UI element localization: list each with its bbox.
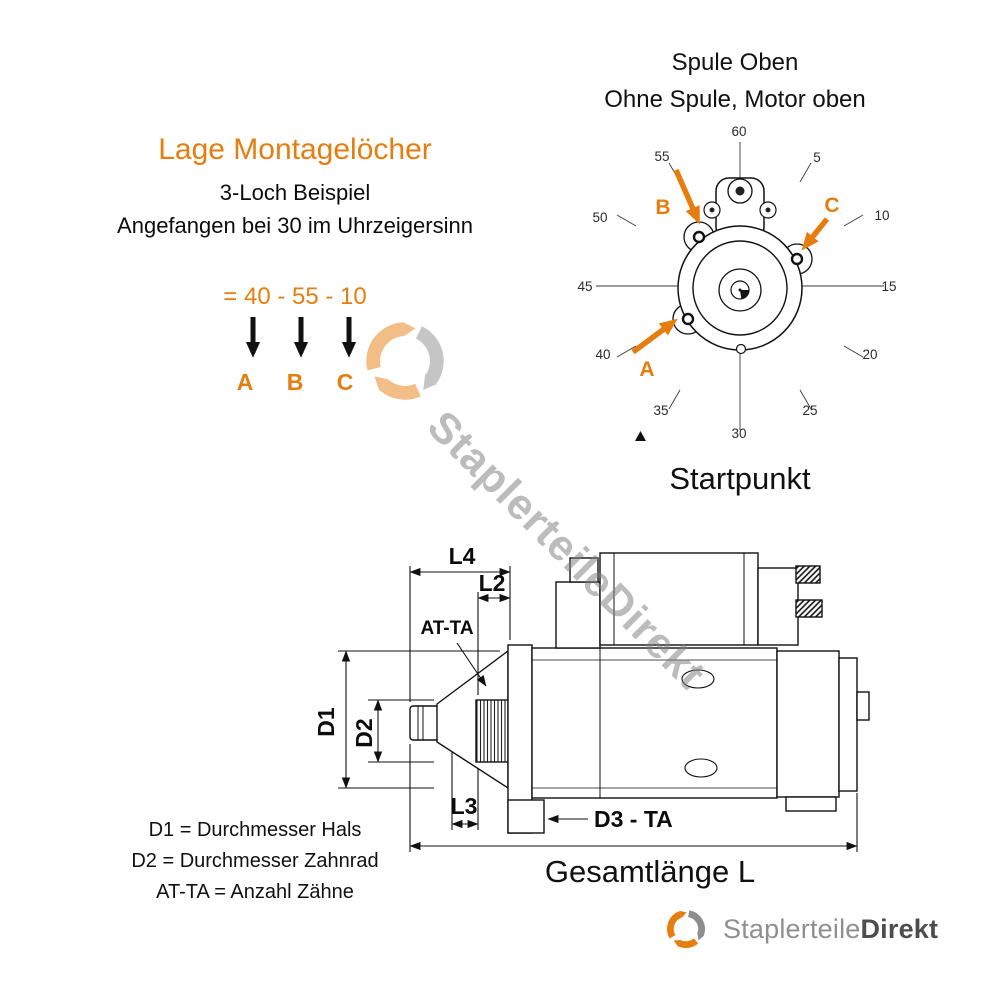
mount-lug (856, 691, 870, 721)
dial-number: 60 (731, 124, 746, 139)
arrow-a-icon (631, 318, 678, 355)
dial-ticks (616, 162, 864, 410)
end-foot (785, 796, 837, 812)
dial-number: 45 (577, 279, 592, 294)
brand-footer: StaplerteileDirekt (660, 903, 938, 955)
dial-heading-line-1: Spule Oben (671, 49, 799, 76)
hole-label-b: B (655, 196, 670, 219)
example-arrows (245, 317, 357, 358)
dial-number: 40 (595, 347, 610, 362)
mounting-hole-b (692, 230, 706, 244)
arrow-c-icon (801, 217, 830, 251)
subtitle-line-1: 3-Loch Beispiel (219, 180, 371, 205)
dial-heading: Spule Oben Ohne Spule, Motor oben (530, 44, 940, 118)
dial-number: 50 (592, 210, 607, 225)
letter-a: A (236, 369, 254, 395)
terminal-stud (795, 599, 823, 618)
hole-label-a: A (639, 358, 654, 381)
legend-line-at-ta: AT-TA = Anzahl Zähne (156, 881, 354, 903)
dim-label-d2: D2 (351, 718, 377, 747)
brush-band (838, 657, 858, 792)
dial-heading-line-2: Ohne Spule, Motor oben (604, 86, 866, 113)
startpunkt-caption: Startpunkt (669, 461, 811, 496)
mounting-hole-a (681, 312, 695, 326)
dial-number: 5 (813, 150, 821, 165)
starter-front-view (672, 177, 813, 355)
motor-housing (531, 647, 778, 799)
brand-name-bold: Direkt (860, 913, 939, 944)
dial-number: 25 (802, 403, 817, 418)
dial-number: 10 (874, 208, 889, 223)
hole-label-c: C (824, 194, 839, 217)
dial-number: 55 (654, 149, 669, 164)
dim-label-d3: D3 - TA (594, 806, 673, 832)
brand-name-light: Staplerteile (723, 913, 861, 944)
starter-side-view (409, 552, 870, 834)
dimension-lines (338, 566, 858, 852)
flange-foot (507, 799, 545, 834)
total-length-caption: Gesamtlänge L (544, 854, 756, 889)
legend: D1 = Durchmesser Hals D2 = Durchmesser Z… (115, 815, 395, 908)
terminal-block (757, 567, 799, 646)
solenoid-body (599, 552, 759, 646)
dim-label-l2: L2 (479, 570, 506, 596)
startpunkt-marker-icon (635, 431, 646, 441)
terminal-stud (795, 565, 821, 584)
subtitle-line-2: Angefangen bei 30 im Uhrzeigersinn (117, 213, 473, 238)
letter-c: C (336, 369, 354, 395)
legend-line-d1: D1 = Durchmesser Hals (148, 819, 362, 841)
legend-line-d2: D2 = Durchmesser Zahnrad (131, 850, 379, 872)
solenoid-bracket (555, 581, 601, 649)
dim-label-l3: L3 (451, 793, 478, 819)
dial-number: 20 (862, 347, 877, 362)
dim-label-at-ta: AT-TA (420, 618, 473, 639)
mounting-hole-c (790, 252, 804, 266)
example-code: = 40 - 55 - 10 (223, 283, 367, 310)
dim-label-d1: D1 (313, 707, 339, 737)
example-letters: A B C (220, 369, 370, 396)
pinion-gear (475, 699, 509, 763)
page-title: Lage Montagelöcher (158, 133, 432, 166)
end-cap (776, 650, 840, 798)
letter-b: B (286, 369, 304, 395)
hole-pointer-arrows (631, 168, 830, 355)
dial-number: 35 (653, 403, 668, 418)
brand-name: StaplerteileDirekt (723, 914, 938, 945)
brand-logo-icon (660, 903, 712, 955)
dial-numbers: 60 5 10 15 20 25 30 35 40 45 50 55 (577, 124, 896, 441)
dial-number: 30 (731, 426, 746, 441)
dial-number: 15 (881, 279, 896, 294)
mounting-holes-section: Lage Montagelöcher 3-Loch Beispiel Angef… (75, 133, 515, 242)
dim-label-l4: L4 (449, 543, 476, 569)
example-section: = 40 - 55 - 10 A B C (75, 283, 515, 396)
arrow-b-icon (673, 168, 700, 225)
